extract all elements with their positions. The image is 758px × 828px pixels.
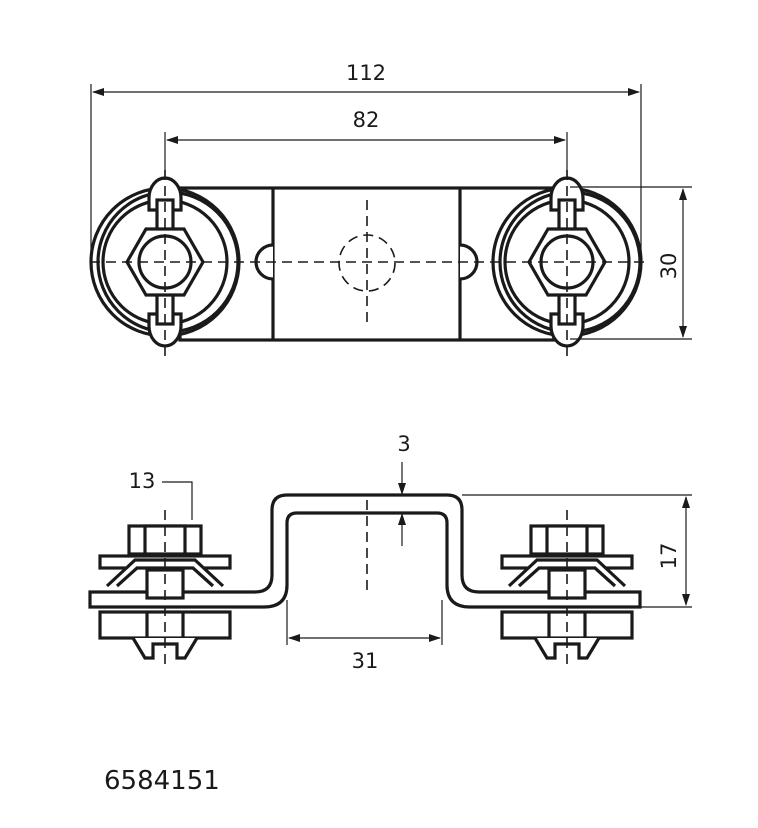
dim-thickness: 3 xyxy=(397,432,410,456)
dim-height: 17 xyxy=(657,543,681,570)
dim-wrench-size: 13 xyxy=(129,469,156,493)
top-view: 112 82 30 xyxy=(89,61,692,360)
dim-overall-length: 112 xyxy=(346,61,386,85)
dim-channel-width: 31 xyxy=(352,649,379,673)
side-view: 3 13 31 17 xyxy=(88,432,692,673)
dim-width: 30 xyxy=(657,253,681,280)
dim-bolt-spacing: 82 xyxy=(353,108,380,132)
part-number: 6584151 xyxy=(104,766,220,796)
